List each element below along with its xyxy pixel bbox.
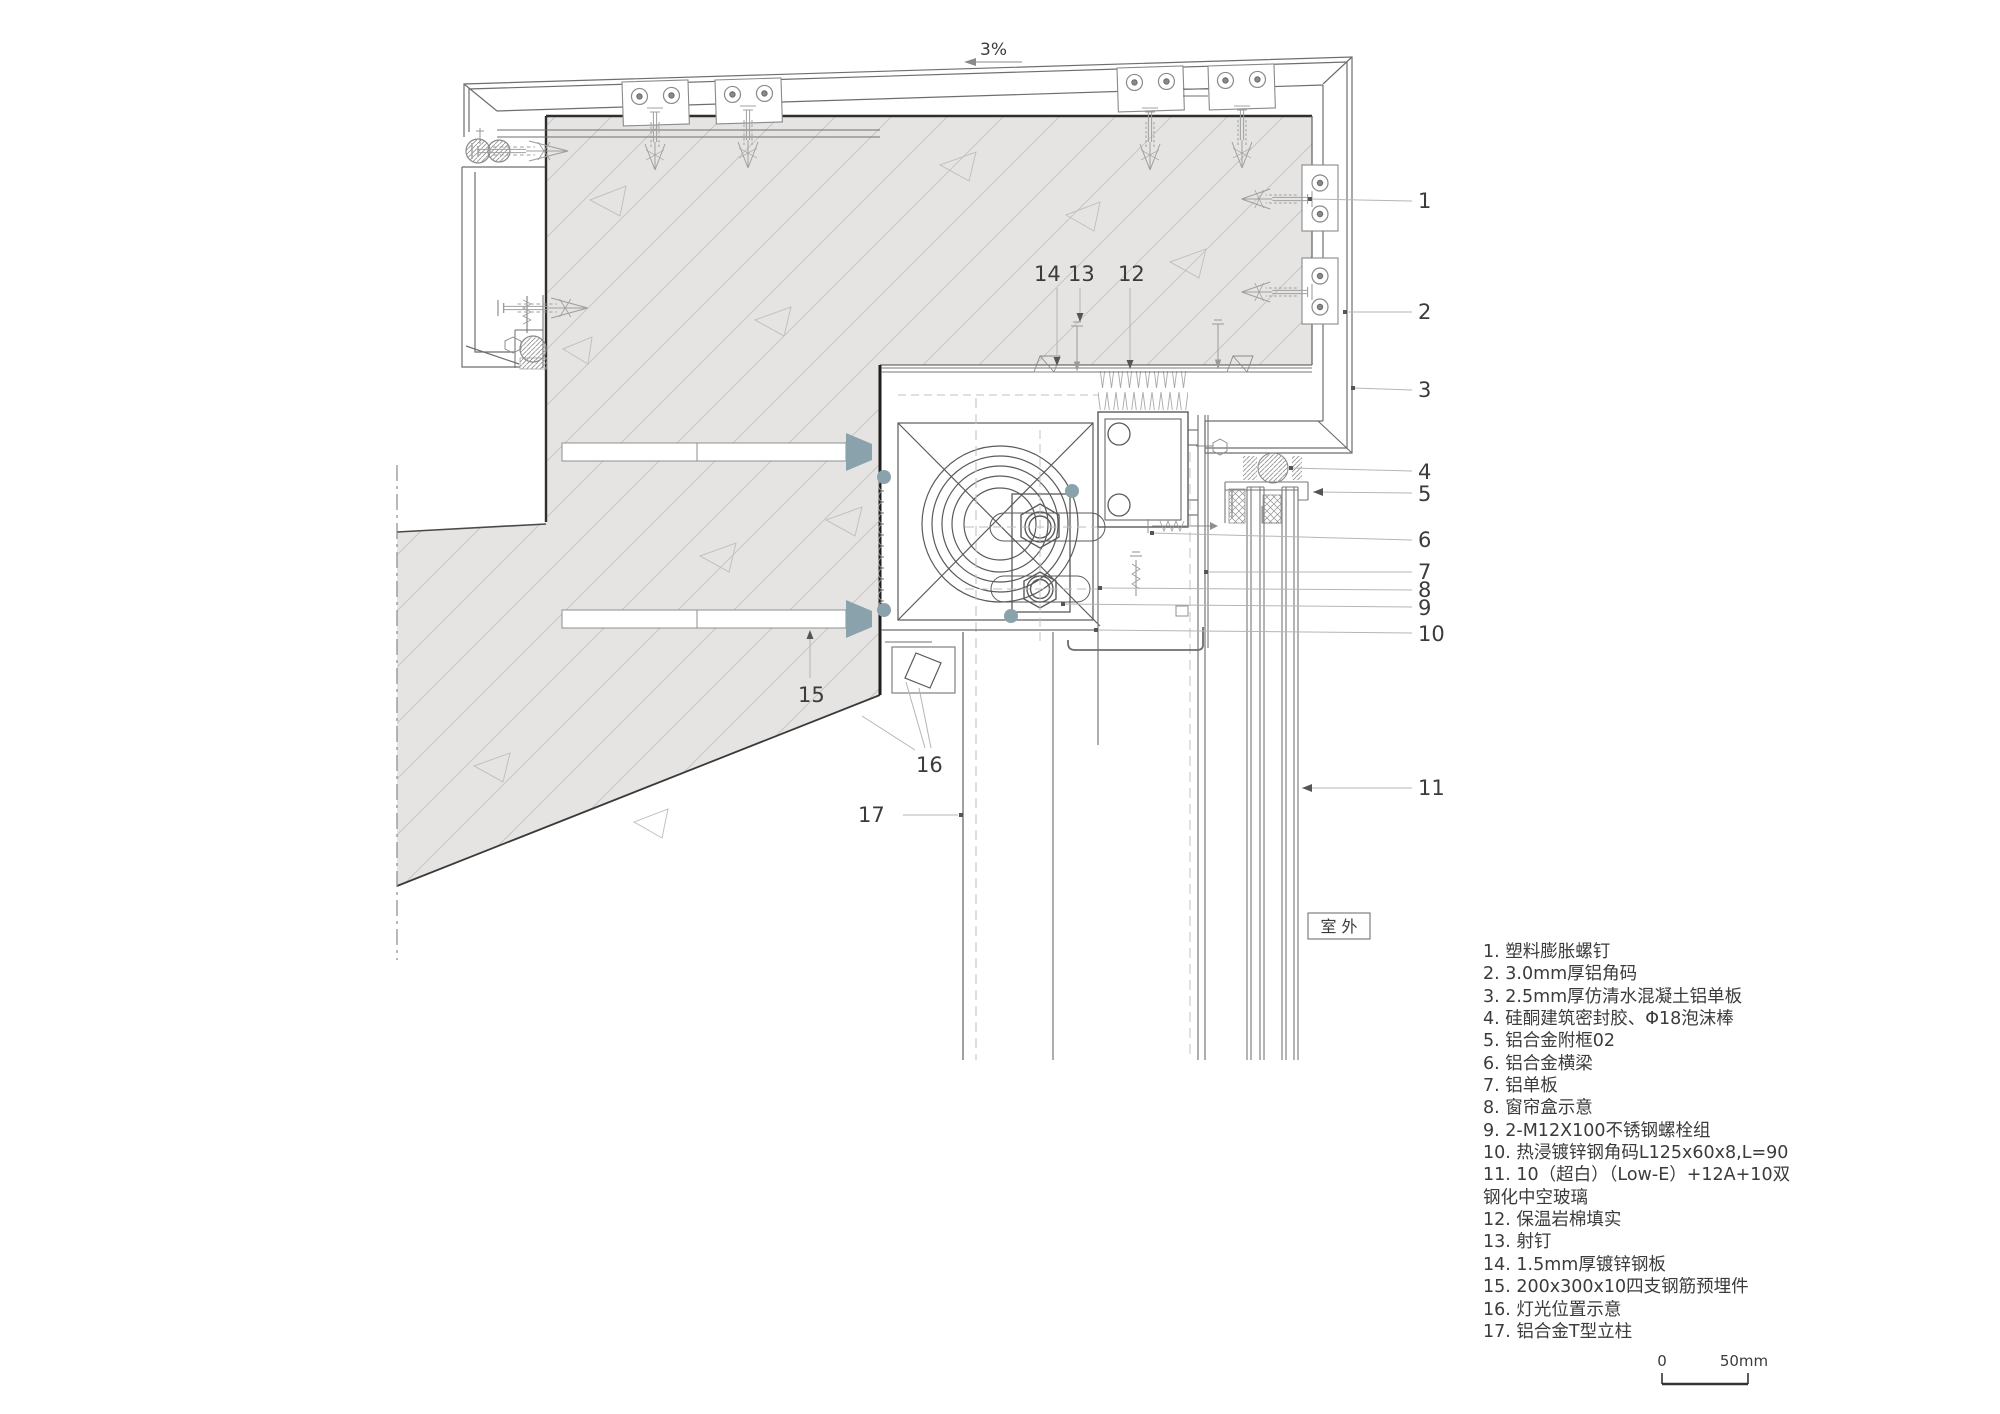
embedded-rebar — [561, 433, 872, 638]
concrete-triangle-symbols — [472, 151, 1207, 839]
legend-line: 5. 铝合金附框02 — [1483, 1031, 1616, 1052]
callout-17: 17 — [858, 803, 885, 827]
scale-start-label: 0 — [1657, 1352, 1667, 1370]
callout-4: 4 — [1418, 460, 1431, 484]
legend-line: 4. 硅酮建筑密封胶、Φ18泡沫棒 — [1483, 1009, 1734, 1030]
legend-line: 钢化中空玻璃 — [1483, 1187, 1588, 1208]
legend-line: 16. 灯光位置示意 — [1483, 1299, 1622, 1320]
callout-12: 12 — [1118, 262, 1145, 286]
sealant-joint — [465, 138, 548, 370]
legend-line: 15. 200x300x10四支钢筋预埋件 — [1483, 1277, 1749, 1298]
callout-14: 14 — [1034, 262, 1061, 286]
legend-line: 11. 10（超白）（Low-E）+12A+10双 — [1483, 1165, 1791, 1186]
legend-line: 17. 铝合金T型立柱 — [1483, 1321, 1633, 1342]
legend-line: 1. 塑料膨胀螺钉 — [1483, 942, 1611, 962]
legend-line: 10. 热浸镀锌钢角码L125x60x8,L=90 — [1483, 1143, 1789, 1164]
callout-numbers: 1 2 3 4 5 6 7 8 9 10 11 14 13 12 15 16 1… — [798, 40, 1445, 827]
aluminum-beam — [1097, 411, 1198, 528]
legend-line: 12. 保温岩棉填实 — [1483, 1210, 1622, 1231]
scale-bar: 0 50mm — [1657, 1352, 1768, 1386]
callout-10: 10 — [1418, 622, 1445, 646]
callout-leaders — [806, 58, 1413, 817]
callout-6: 6 — [1418, 528, 1431, 552]
callout-3: 3 — [1418, 378, 1431, 402]
callout-9: 9 — [1418, 596, 1431, 620]
callout-7: 7 — [1418, 560, 1431, 584]
curtain-rail-hook — [1067, 627, 1204, 651]
scale-end-label: 50mm — [1720, 1352, 1768, 1370]
beam-insulation-sheet — [881, 319, 1312, 617]
callout-1: 1 — [1418, 189, 1431, 213]
callout-5: 5 — [1418, 482, 1431, 506]
callout-8: 8 — [1418, 578, 1431, 602]
aluminum-angle-plates — [621, 63, 1339, 325]
legend-line: 6. 铝合金横梁 — [1483, 1053, 1593, 1074]
legend-line: 2. 3.0mm厚铝角码 — [1483, 964, 1638, 985]
slope-label: 3% — [980, 40, 1007, 60]
callout-16: 16 — [916, 753, 943, 777]
glazing-assembly — [962, 398, 1309, 1060]
outdoor-label-text: 室 外 — [1320, 917, 1357, 936]
embed-plate-bolt-assembly — [877, 365, 1115, 695]
callout-11: 11 — [1418, 776, 1445, 800]
legend-line: 9. 2-M12X100不锈钢螺栓组 — [1483, 1120, 1711, 1141]
legend-line: 14. 1.5mm厚镀锌钢板 — [1483, 1254, 1666, 1275]
curtain-box-and-light — [881, 627, 1204, 694]
legend-line: 8. 窗帘盒示意 — [1483, 1098, 1593, 1119]
outdoor-label: 室 外 — [1307, 912, 1371, 940]
t-mullion — [962, 415, 1209, 1060]
light-fixture — [904, 652, 942, 689]
rock-wool-insulation — [1098, 371, 1188, 410]
callout-2: 2 — [1418, 300, 1431, 324]
callout-15: 15 — [798, 683, 825, 707]
callout-13: 13 — [1068, 262, 1095, 286]
legend-line: 13. 射钉 — [1483, 1232, 1552, 1253]
concrete-section — [396, 114, 1313, 960]
weld-symbol — [878, 479, 885, 613]
legend-line: 3. 2.5mm厚仿清水混凝土铝单板 — [1483, 986, 1743, 1007]
foam-rod-sealant — [1257, 452, 1289, 484]
legend-line: 7. 铝单板 — [1483, 1076, 1558, 1097]
insulated-glass-unit — [1246, 486, 1299, 1060]
